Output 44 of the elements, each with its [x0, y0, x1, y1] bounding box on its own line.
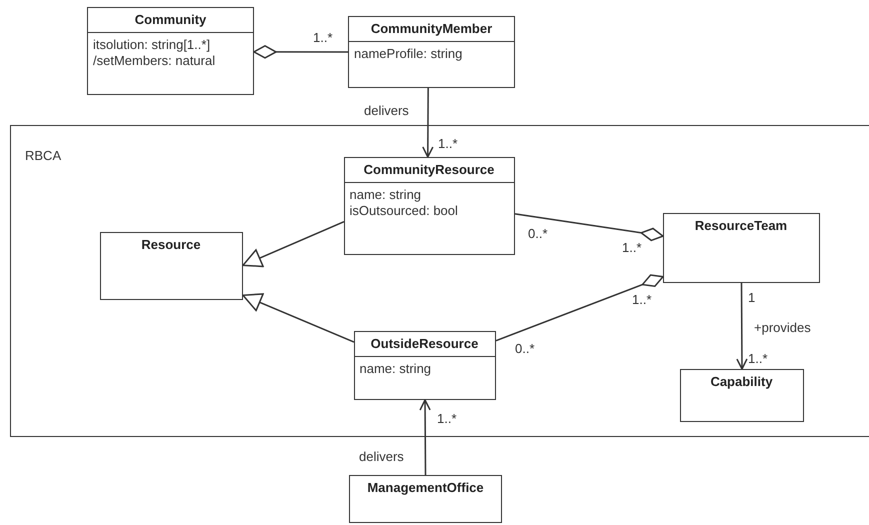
class-name: Resource — [140, 236, 202, 254]
edge-label: delivers — [357, 449, 406, 464]
class-name: Community — [134, 11, 208, 29]
class-name: CommunityResource — [362, 160, 496, 179]
attribute: name: string — [348, 186, 422, 202]
generalization-arrow — [242, 293, 354, 343]
association-arrow — [736, 283, 748, 370]
package-frame — [10, 125, 869, 437]
edge-label: +provides — [752, 320, 813, 335]
multiplicity-label: 1..* — [748, 351, 768, 366]
class-name: OutsideResource — [370, 334, 480, 352]
class-name: Capability — [709, 372, 774, 391]
class-box — [349, 475, 502, 523]
edge-label: delivers — [362, 103, 411, 118]
aggregation-line — [496, 274, 664, 342]
attribute: itsolution: string[1..*] — [92, 37, 212, 53]
generalization-arrow — [242, 221, 344, 268]
class-box — [680, 368, 804, 422]
attribute: /setMembers: natural — [92, 53, 216, 69]
package-name: RBCA — [25, 148, 62, 163]
aggregation-line — [253, 45, 348, 59]
class-name: ResourceTeam — [694, 216, 788, 234]
class-name: ManagementOffice — [366, 479, 485, 497]
association-arrow — [419, 399, 431, 475]
class-box — [87, 7, 254, 95]
class-box — [344, 156, 514, 254]
multiplicity-label: 1..* — [313, 30, 333, 45]
class-box — [354, 330, 496, 400]
multiplicity-label: 0..* — [515, 341, 535, 356]
multiplicity-label: 1..* — [437, 411, 457, 426]
association-arrow — [422, 88, 434, 158]
attribute: isOutsourced: bool — [348, 202, 459, 218]
attribute: nameProfile: string — [353, 46, 464, 62]
attribute: name: string — [358, 360, 432, 376]
class-box — [348, 16, 515, 88]
class-name: CommunityMember — [370, 20, 494, 38]
multiplicity-label: 1..* — [622, 240, 642, 255]
aggregation-line — [514, 213, 664, 242]
multiplicity-label: 1..* — [438, 136, 458, 151]
multiplicity-label: 1..* — [632, 292, 652, 307]
class-box — [100, 232, 242, 300]
multiplicity-label: 1 — [748, 290, 756, 305]
multiplicity-label: 0..* — [528, 226, 548, 241]
class-box — [662, 212, 820, 282]
